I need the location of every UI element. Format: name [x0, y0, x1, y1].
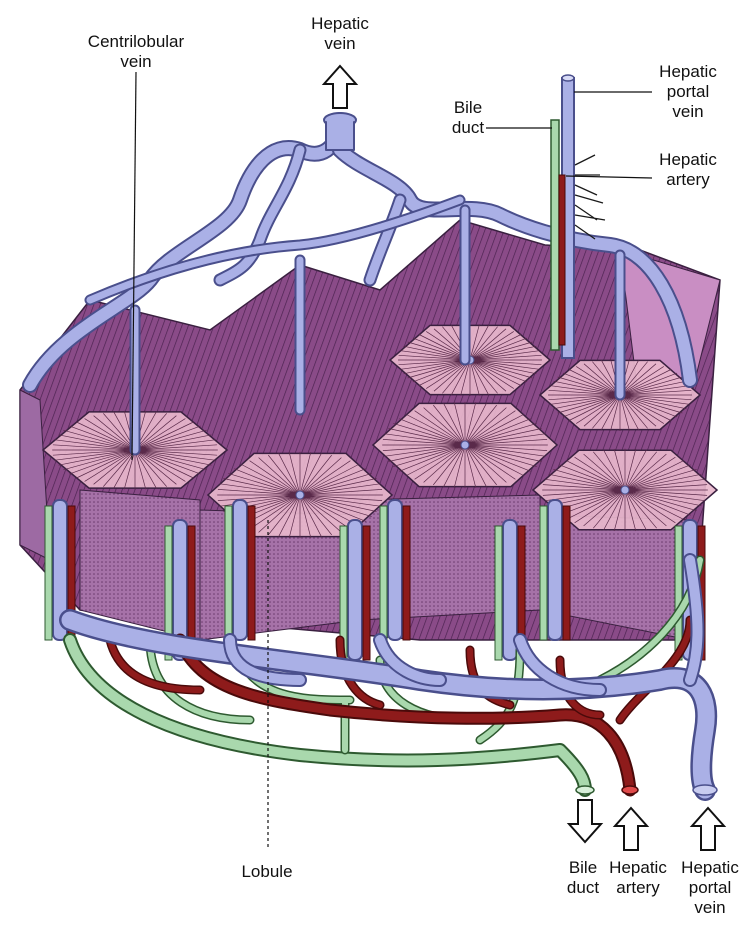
- sinusoid-lines: [398, 324, 542, 396]
- hepatic-artery-arrow-up-icon: [612, 806, 650, 851]
- bile-duct-column: [224, 505, 233, 641]
- label-centrilobular-vein: Centrilobular vein: [87, 32, 185, 71]
- entering-portal-triad: [550, 74, 606, 359]
- central-vein-opening: [295, 490, 305, 500]
- portal-vein-column: [347, 519, 363, 661]
- hepatic-vein-network: [22, 112, 698, 393]
- sinusoid-lines: [542, 448, 708, 532]
- portal-vein-column: [387, 499, 403, 641]
- centrilobular-veins: [129, 204, 626, 456]
- portal-vein-arrow-up-icon: [689, 806, 727, 851]
- portal-vein-column: [172, 519, 188, 661]
- sinusoid-lines: [382, 401, 548, 489]
- bile-duct-column: [379, 505, 388, 641]
- bile-duct-column: [494, 525, 503, 661]
- bile-duct-column: [674, 525, 683, 661]
- flow-arrows: [321, 64, 727, 851]
- bottom-vessel-network: [59, 553, 718, 801]
- label-bile-duct-top: Bile duct: [451, 98, 485, 137]
- artery-column: [402, 505, 411, 641]
- label-hepatic-portal-vein-top: Hepatic portal vein: [659, 62, 717, 121]
- label-hepatic-vein: Hepatic vein: [311, 14, 369, 53]
- portal-vein-column: [502, 519, 518, 661]
- bile-duct-column: [44, 505, 53, 641]
- bile-duct-arrow-down-icon: [566, 799, 604, 844]
- portal-vein-column: [232, 499, 248, 641]
- leader-lines: [131, 71, 653, 850]
- artery-column: [362, 525, 371, 661]
- label-lobule: Lobule: [241, 862, 293, 881]
- central-vein-opening: [460, 440, 470, 450]
- artery-column: [562, 505, 571, 641]
- label-hepatic-artery-top: Hepatic artery: [659, 150, 717, 189]
- label-hepatic-artery-bottom: Hepatic artery: [609, 858, 667, 897]
- bile-duct-column: [539, 505, 548, 641]
- portal-vein-column: [547, 499, 563, 641]
- artery-column: [247, 505, 256, 641]
- bile-duct-column: [164, 525, 173, 661]
- label-hepatic-portal-vein-bottom: Hepatic portal vein: [681, 858, 739, 917]
- hepatic-vein-arrow-up-icon: [321, 64, 359, 109]
- label-bile-duct-bottom: Bile duct: [566, 858, 600, 897]
- sinusoid-lines: [217, 451, 383, 539]
- central-vein-opening: [620, 485, 630, 495]
- portal-vein-column: [52, 499, 68, 641]
